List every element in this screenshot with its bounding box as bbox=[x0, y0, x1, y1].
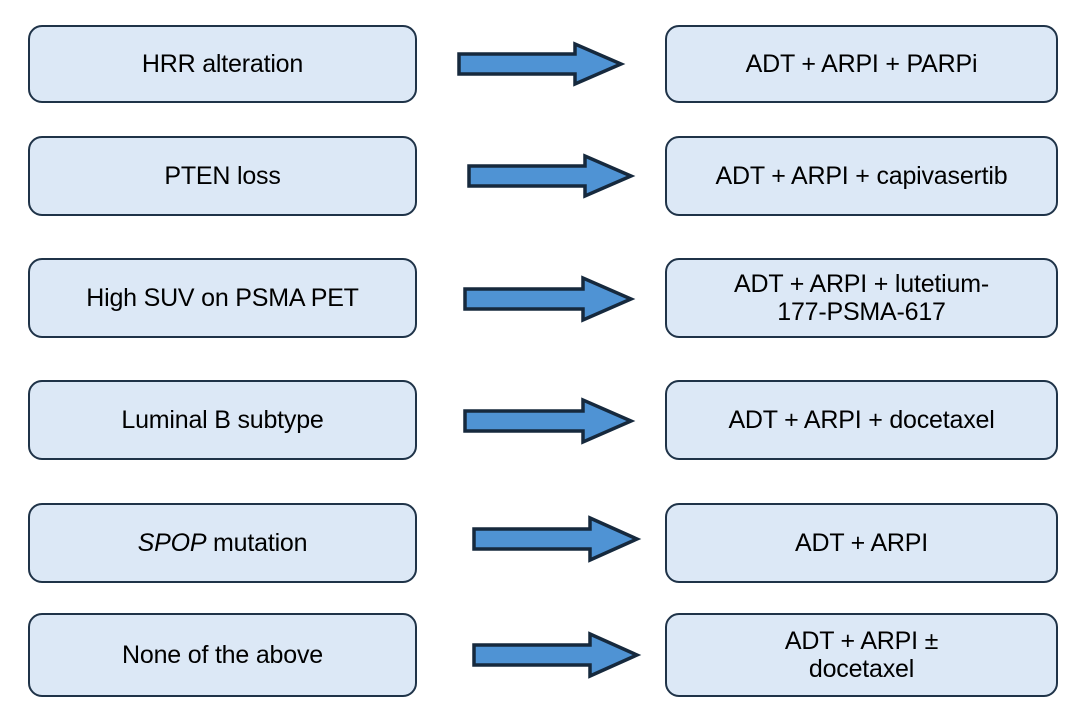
biomarker-label: SPOP mutation bbox=[137, 529, 308, 557]
treatment-node[interactable]: ADT + ARPI + PARPi bbox=[665, 25, 1058, 103]
treatment-label: ADT + ARPI + capivasertib bbox=[715, 162, 1008, 190]
right-arrow-icon bbox=[472, 515, 642, 563]
biomarker-node[interactable]: High SUV on PSMA PET bbox=[28, 258, 417, 338]
biomarker-node[interactable]: Luminal B subtype bbox=[28, 380, 417, 460]
diagram-row: High SUV on PSMA PET ADT + ARPI + luteti… bbox=[0, 0, 1080, 338]
diagram-row: SPOP mutation ADT + ARPI bbox=[0, 0, 1080, 583]
diagram-row: HRR alteration ADT + ARPI + PARPi bbox=[0, 0, 1080, 120]
biomarker-label: PTEN loss bbox=[164, 162, 281, 190]
biomarker-node[interactable]: SPOP mutation bbox=[28, 503, 417, 583]
treatment-label: ADT + ARPI ± docetaxel bbox=[784, 627, 939, 683]
treatment-node[interactable]: ADT + ARPI bbox=[665, 503, 1058, 583]
gene-name: SPOP bbox=[137, 529, 207, 557]
treatment-node[interactable]: ADT + ARPI + docetaxel bbox=[665, 380, 1058, 460]
treatment-node[interactable]: ADT + ARPI + capivasertib bbox=[665, 136, 1058, 216]
right-arrow-icon bbox=[463, 397, 636, 445]
biomarker-label: Luminal B subtype bbox=[121, 406, 324, 434]
treatment-label: ADT + ARPI + lutetium- 177-PSMA-617 bbox=[734, 270, 989, 326]
right-arrow-icon bbox=[472, 631, 642, 679]
biomarker-node[interactable]: PTEN loss bbox=[28, 136, 417, 216]
treatment-label: ADT + ARPI bbox=[794, 529, 928, 557]
diagram-row: None of the above ADT + ARPI ± docetaxel bbox=[0, 0, 1080, 697]
treatment-node[interactable]: ADT + ARPI ± docetaxel bbox=[665, 613, 1058, 697]
biomarker-node[interactable]: HRR alteration bbox=[28, 25, 417, 103]
biomarker-label: HRR alteration bbox=[141, 50, 304, 78]
biomarker-label: None of the above bbox=[122, 641, 323, 669]
biomarker-label: High SUV on PSMA PET bbox=[86, 284, 359, 312]
diagram-row: Luminal B subtype ADT + ARPI + docetaxel bbox=[0, 0, 1080, 460]
treatment-label: ADT + ARPI + docetaxel bbox=[728, 406, 995, 434]
diagram-row: PTEN loss ADT + ARPI + capivasertib bbox=[0, 0, 1080, 216]
biomarker-node[interactable]: None of the above bbox=[28, 613, 417, 697]
treatment-node[interactable]: ADT + ARPI + lutetium- 177-PSMA-617 bbox=[665, 258, 1058, 338]
right-arrow-icon bbox=[467, 153, 636, 199]
treatment-label: ADT + ARPI + PARPi bbox=[745, 50, 978, 78]
right-arrow-icon bbox=[463, 275, 636, 323]
right-arrow-icon bbox=[457, 41, 626, 87]
